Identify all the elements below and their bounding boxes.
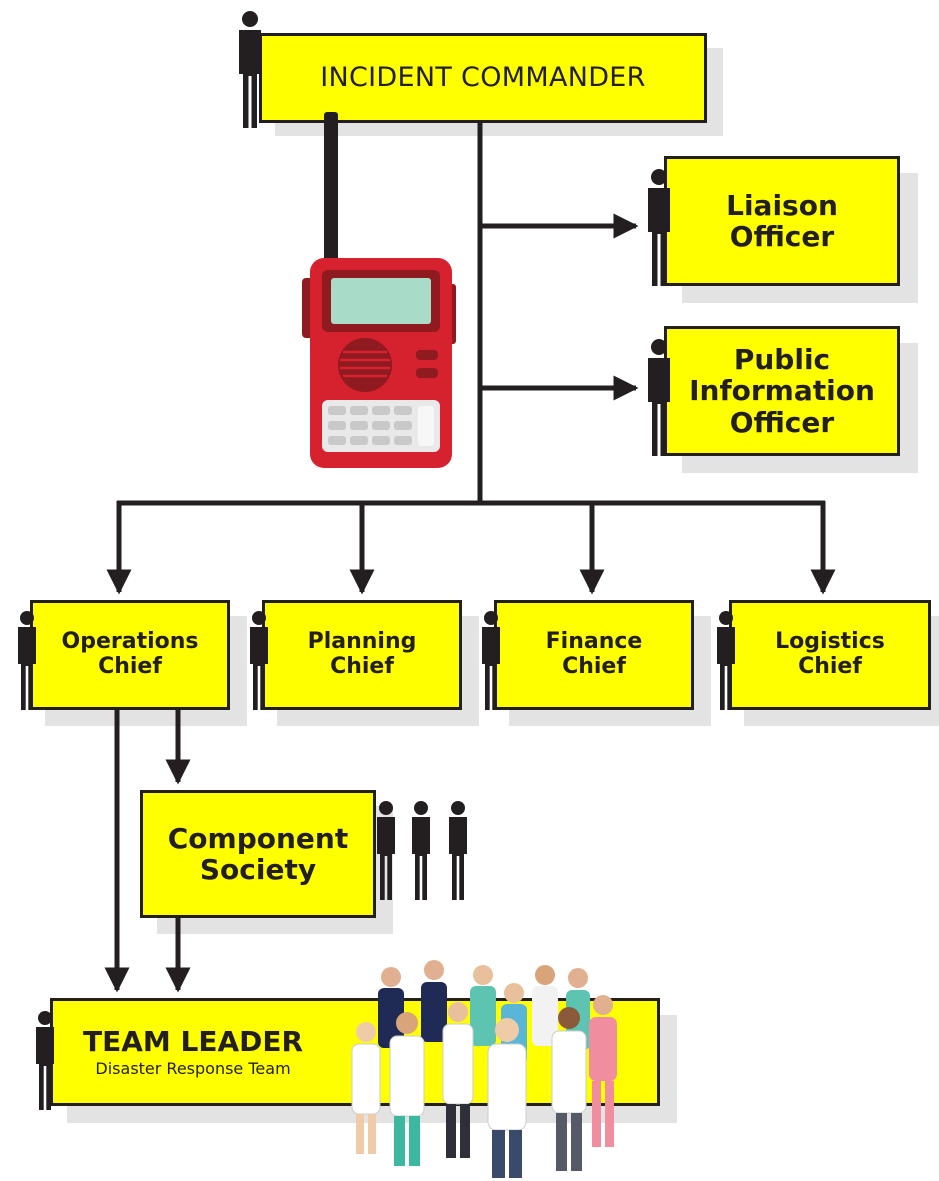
team-leader-subtitle: Disaster Response Team xyxy=(95,1058,291,1078)
liaison-officer-box: Liaison Officer xyxy=(664,156,900,286)
finance-chief-line2: Chief xyxy=(562,654,626,679)
component-society-line2: Society xyxy=(199,853,317,886)
logistics-chief-box: Logistics Chief xyxy=(729,600,931,710)
medical-staff-group-icon xyxy=(351,960,617,1178)
component-society-box: Component Society xyxy=(140,790,376,918)
pio-line2: Information xyxy=(689,374,875,408)
staff-front-row xyxy=(351,995,617,1178)
public-information-officer-box: Public Information Officer xyxy=(664,326,900,456)
logistics-chief-line2: Chief xyxy=(798,654,862,679)
pio-line1: Public xyxy=(733,342,831,376)
operations-chief-box: Operations Chief xyxy=(30,600,230,710)
person-icons xyxy=(18,11,735,1110)
finance-person-icon xyxy=(482,611,500,710)
logistics-person-icon xyxy=(717,611,735,710)
planning-chief-line1: Planning xyxy=(307,629,417,655)
team-leader-person-icon xyxy=(36,1011,54,1110)
component-person-icon-1 xyxy=(377,801,395,900)
connector-lines xyxy=(104,123,836,993)
incident-commander-box: INCIDENT COMMANDER xyxy=(259,33,707,123)
component-society-line1: Component xyxy=(167,821,349,855)
operations-person-icon xyxy=(18,611,36,710)
commander-person-icon xyxy=(239,11,261,128)
team-leader-title: TEAM LEADER xyxy=(83,1025,304,1059)
component-person-icon-2 xyxy=(412,801,430,900)
incident-commander-label: INCIDENT COMMANDER xyxy=(320,61,646,93)
operations-chief-line1: Operations xyxy=(61,629,199,655)
pio-line3: Officer xyxy=(729,405,835,439)
liaison-person-icon xyxy=(648,169,670,286)
operations-chief-line2: Chief xyxy=(98,654,162,679)
liaison-officer-line2: Officer xyxy=(729,220,835,253)
finance-chief-box: Finance Chief xyxy=(494,600,694,710)
planning-person-icon xyxy=(250,611,268,710)
finance-chief-line1: Finance xyxy=(545,629,643,655)
radio-icon xyxy=(302,112,456,468)
planning-chief-line2: Chief xyxy=(330,654,394,679)
logistics-chief-line1: Logistics xyxy=(775,629,885,655)
pio-person-icon xyxy=(648,339,670,456)
liaison-officer-line1: Liaison xyxy=(726,188,838,222)
component-person-icon-3 xyxy=(449,801,467,900)
